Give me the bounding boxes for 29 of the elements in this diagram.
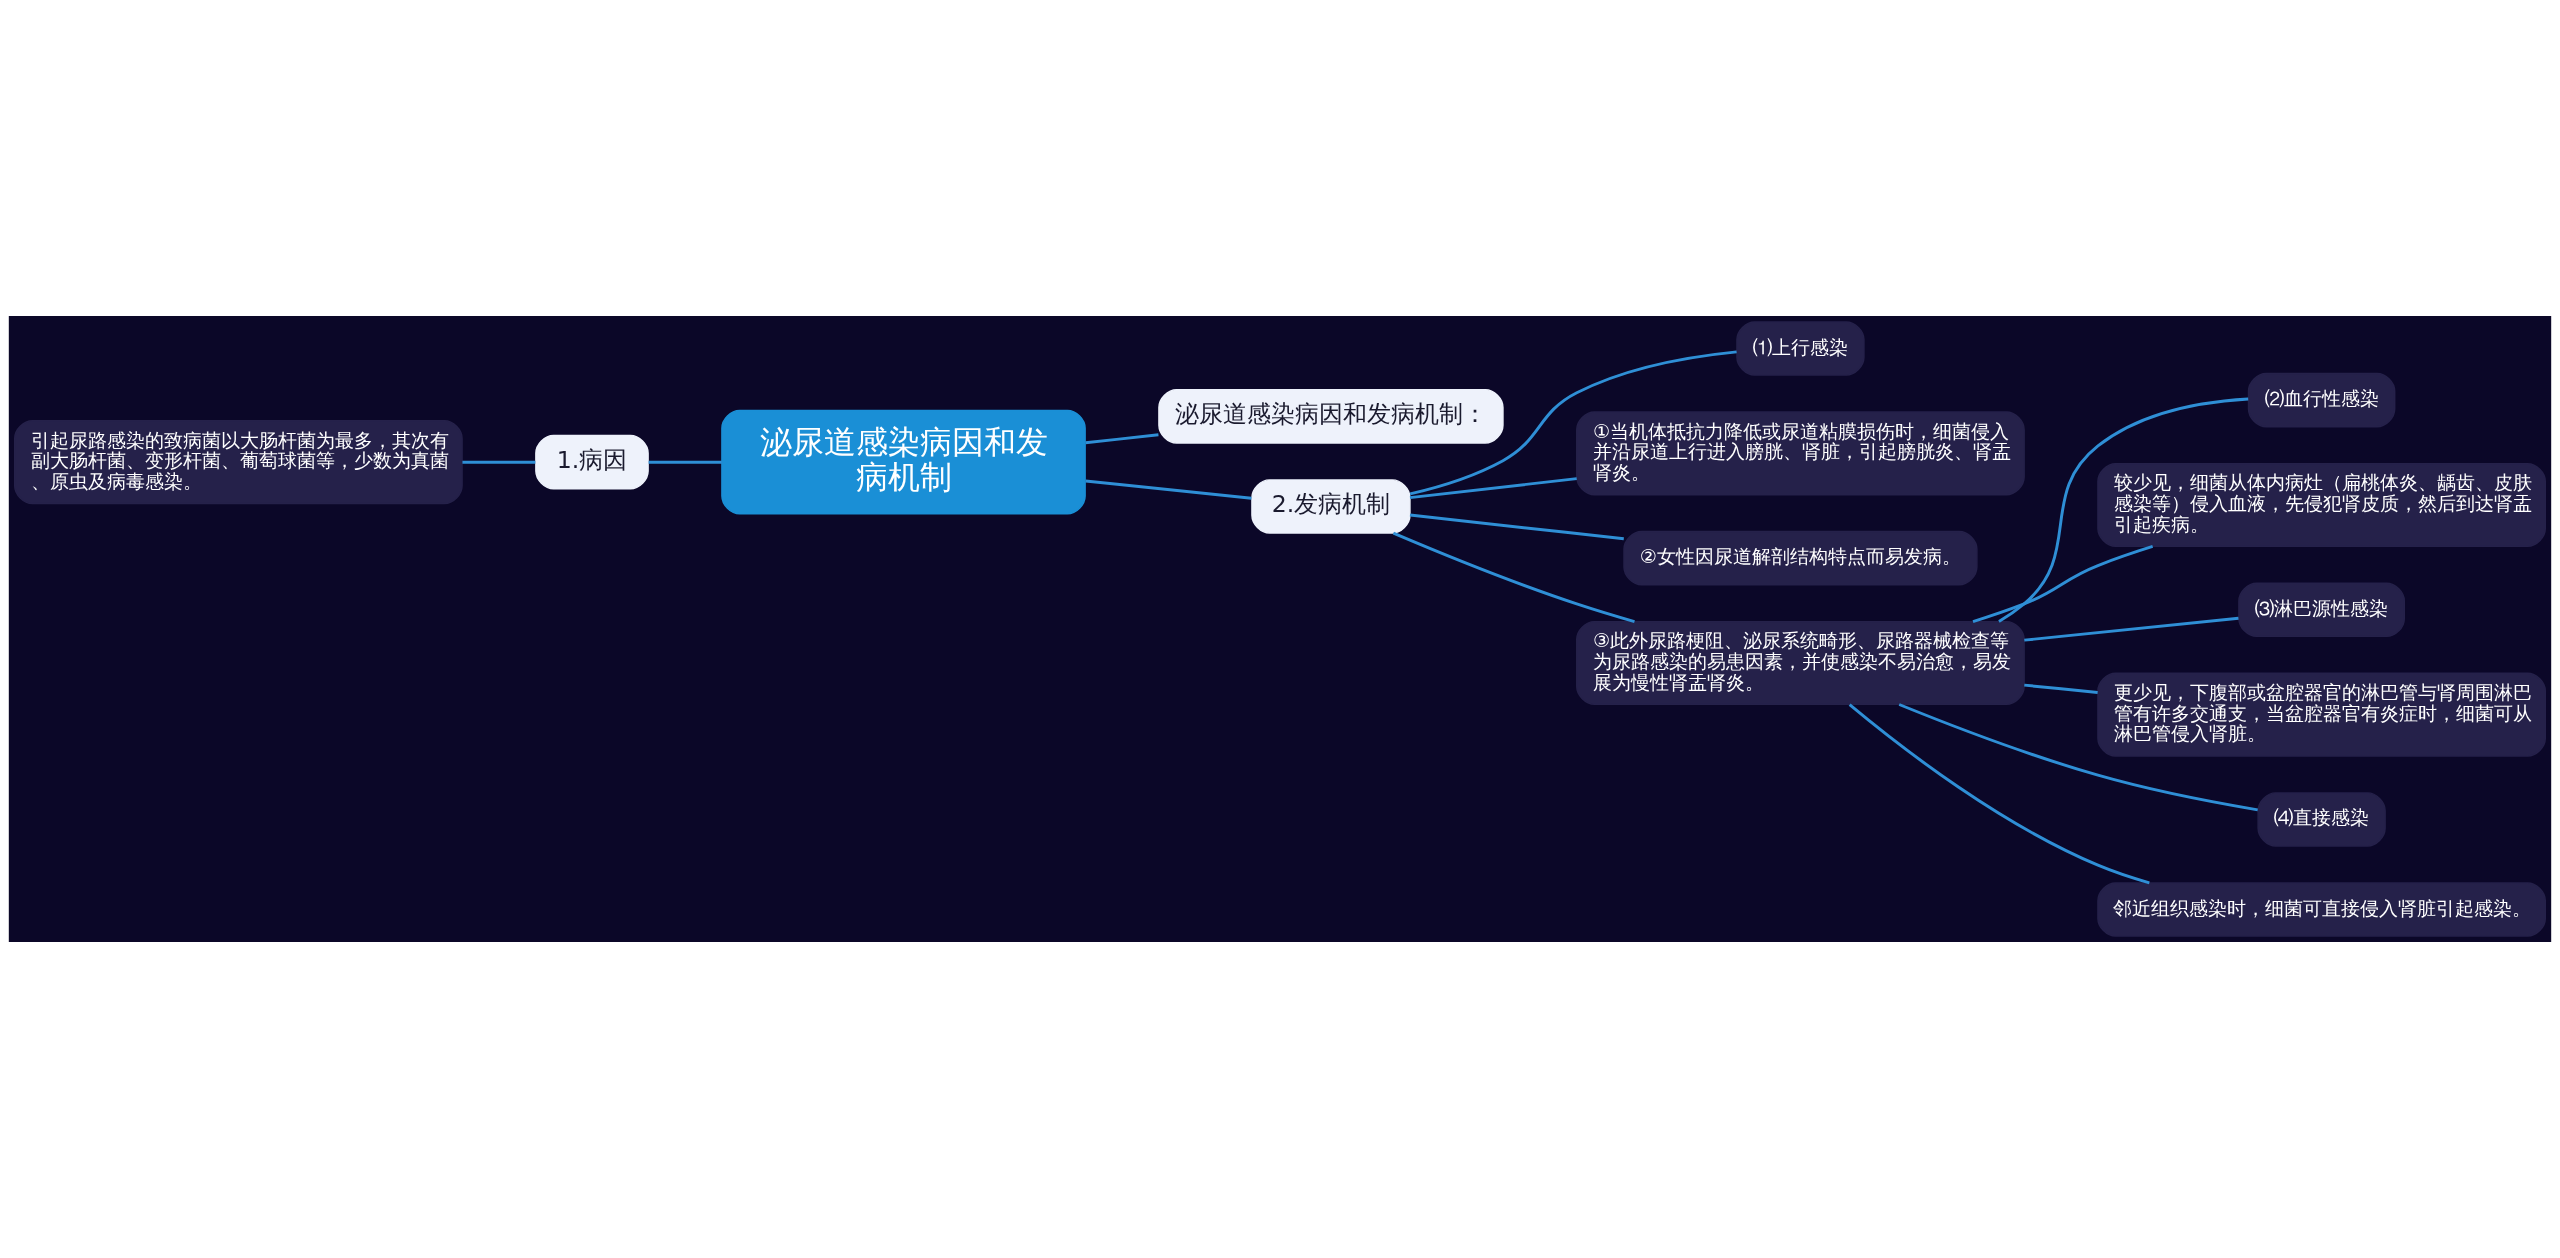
node-box: 更少见，下腹部或盆腔器官的淋巴管与肾周围淋巴管有许多交通支，当盆腔器官有炎症时，细菌可从淋巴管侵入肾脏。	[2097, 672, 2547, 757]
connector	[648, 460, 722, 464]
connector	[1898, 703, 2258, 812]
node-box: 邻近组织感染时，细菌可直接侵入肾脏引起感染。	[2097, 882, 2547, 937]
connector	[2024, 683, 2098, 694]
node-box: ⑵血行性感染	[2247, 372, 2396, 428]
node-box: 泌尿道感染病因和发病机制：	[1158, 389, 1504, 444]
node-box: 1.病因	[535, 434, 649, 490]
connector	[1409, 477, 1577, 500]
node-box: ⑴上行感染	[1736, 321, 1865, 376]
connector	[1848, 703, 2150, 885]
connector	[2024, 616, 2239, 642]
node-box: ①当机体抵抗力降低或尿道粘膜损伤时，细菌侵入并沿尿道上行进入膀胱、肾脏，引起膀胱炎、肾盂肾炎。	[1576, 411, 2025, 496]
connector	[1409, 350, 1737, 496]
node-box: ②女性因尿道解剖结构特点而易发病。	[1623, 530, 1978, 586]
connector	[1998, 397, 2249, 623]
node-box: ⑶淋巴源性感染	[2238, 582, 2406, 638]
node-box: ⑷直接感染	[2257, 792, 2386, 847]
connector	[1085, 479, 1252, 500]
connector	[1409, 513, 1624, 541]
node-box: 泌尿道感染病因和发病机制	[721, 409, 1086, 515]
node-box: 2.发病机制	[1251, 479, 1411, 534]
node-box: 较少见，细菌从体内病灶（扁桃体炎、龋齿、皮肤感染等）侵入血液，先侵犯肾皮质，然后到达肾盂引起疾病。	[2097, 462, 2547, 548]
node-box: 引起尿路感染的致病菌以大肠杆菌为最多，其次有副大肠杆菌、变形杆菌、葡萄球菌等，少数为真菌、原虫及病毒感染。	[13, 420, 463, 505]
node-box: ③此外尿路梗阻、泌尿系统畸形、尿路器械检查等为尿路感染的易患因素，并使感染不易治愈，易发展为慢性肾盂肾炎。	[1576, 620, 2025, 706]
connector	[1085, 433, 1159, 445]
connector	[1972, 545, 2154, 623]
connector	[1392, 531, 1635, 624]
connector	[462, 460, 536, 464]
